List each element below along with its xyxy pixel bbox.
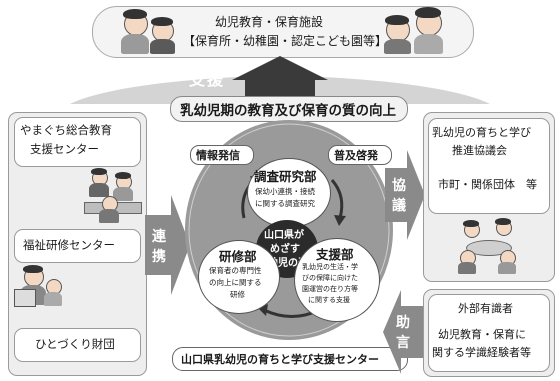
core-line-1: 山口県が xyxy=(264,230,304,241)
council-title-2: 推進協議会 xyxy=(452,144,507,157)
children-illustration-right xyxy=(378,6,448,54)
hitozukuri-box xyxy=(14,328,141,362)
hitozukuri-text: ひとづくり財団 xyxy=(35,337,115,351)
experts-desc-1: 幼児教育・保育に xyxy=(438,328,526,341)
yamaguchi-center-box xyxy=(14,117,141,167)
training-dept-title: 研修部 xyxy=(219,249,257,264)
research-dept-desc-1: 保幼小連携・接続 xyxy=(255,187,315,196)
children-illustration-left xyxy=(118,6,183,54)
research-dept-desc-2: に関する調査研究 xyxy=(255,199,315,208)
meeting-illustration xyxy=(458,218,518,274)
quality-banner xyxy=(170,96,408,122)
support-arrow-label: 支援 xyxy=(189,70,226,89)
dissemination-tag-text: 普及啓発 xyxy=(334,149,378,162)
core-line-2: めざす xyxy=(270,244,300,255)
facilities-line1: 幼児教育・保育施設 xyxy=(215,15,324,29)
core-line-3: 乳幼児の姿 xyxy=(258,258,308,269)
training-dept-desc-2: の向上に関する xyxy=(209,278,262,287)
quality-banner-text: 乳幼児期の教育及び保育の質の向上 xyxy=(180,103,396,119)
support-dept-desc-3: 園運営の在り方等 xyxy=(302,285,358,293)
training-dept xyxy=(198,240,280,314)
info-tag-text: 情報発信 xyxy=(196,149,240,162)
dissemination-tag xyxy=(328,145,392,165)
yamaguchi-center-line2: 支援センター xyxy=(30,142,99,156)
consult-arrow xyxy=(385,150,425,240)
center-name-text: 山口県乳幼児の育ちと学び支援センター xyxy=(181,353,379,366)
center-name-bar xyxy=(172,347,408,371)
yamaguchi-center-line1: やまぐち総合教育 xyxy=(20,123,112,137)
research-dept-title: 調査研究部 xyxy=(254,169,317,184)
cooperation-arrow xyxy=(145,195,190,295)
consult-label-2: 議 xyxy=(392,198,406,214)
welfare-center-box xyxy=(14,229,141,263)
council-members: 市町・関係団体 等 xyxy=(438,178,537,191)
advice-arrow xyxy=(383,290,425,374)
cooperation-label-2: 携 xyxy=(152,249,166,265)
council-title-1: 乳幼児の育ちと学び xyxy=(432,126,531,139)
training-dept-desc-3: 研修 xyxy=(230,290,245,299)
child-reading-illustration xyxy=(14,265,64,311)
experts-desc-2: 関する学識経験者等 xyxy=(432,346,531,359)
info-tag xyxy=(190,145,254,165)
training-dept-desc-1: 保育者の専門性 xyxy=(209,266,262,275)
advice-label-1: 助 xyxy=(396,315,410,331)
research-dept xyxy=(247,158,331,228)
consult-label-1: 協 xyxy=(392,178,406,194)
experts-title: 外部有識者 xyxy=(458,302,513,315)
support-dept-desc-2: びの保障に向けた xyxy=(302,274,358,282)
support-dept-desc-4: に関する支援 xyxy=(308,296,350,304)
children-desk-illustration xyxy=(82,166,146,226)
welfare-center-text: 福祉研修センター xyxy=(23,238,115,252)
cooperation-label-1: 連 xyxy=(152,229,166,245)
experts-box xyxy=(428,294,550,372)
facilities-line2: 【保育所・幼稚園・認定こども園等】 xyxy=(183,34,388,48)
support-dept-desc-1: 乳幼児の生活・学 xyxy=(302,263,358,271)
support-dept-title: 支援部 xyxy=(316,247,354,262)
advice-label-2: 言 xyxy=(396,335,410,351)
support-dept xyxy=(294,238,380,322)
council-box xyxy=(428,118,550,214)
